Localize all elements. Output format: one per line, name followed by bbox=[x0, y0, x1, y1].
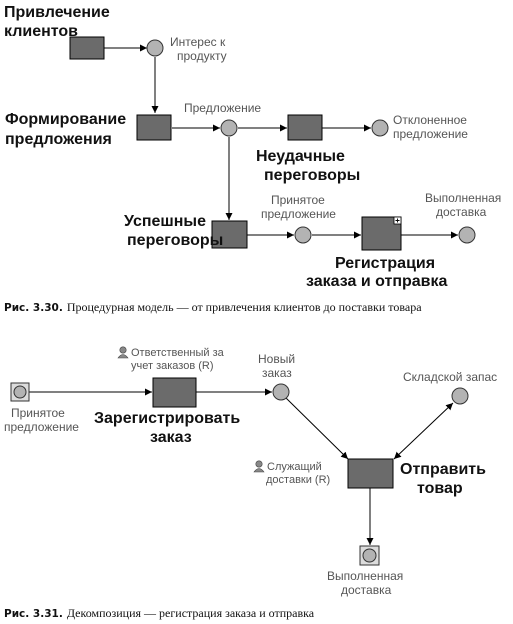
event-rejected bbox=[371, 119, 389, 137]
edge-neworder-ship bbox=[285, 397, 349, 460]
function-box-ship bbox=[347, 458, 394, 489]
event-accepted bbox=[294, 226, 312, 244]
function-box-failed bbox=[287, 114, 323, 141]
event-stock bbox=[451, 387, 469, 405]
person-icon bbox=[117, 346, 129, 359]
function-box-success bbox=[211, 220, 248, 249]
subprocess-plus-icon bbox=[395, 218, 400, 223]
event-new-order bbox=[272, 383, 290, 401]
label-stock: Складской запас bbox=[403, 370, 497, 384]
event-done bbox=[458, 226, 476, 244]
event-offer bbox=[220, 119, 238, 137]
function-box-register bbox=[152, 377, 197, 408]
edge-stock-ship bbox=[393, 402, 454, 460]
function-box-forming bbox=[136, 114, 172, 141]
caption-3-30: Рис. 3.30.Процедурная модель — от привле… bbox=[4, 300, 422, 314]
start-event-accepted bbox=[13, 385, 27, 399]
end-event-done bbox=[362, 548, 377, 563]
event-interest bbox=[146, 39, 164, 57]
caption-3-31: Рис. 3.31.Декомпозиция — регистрация зак… bbox=[4, 606, 315, 620]
function-box-attraction bbox=[69, 36, 105, 60]
label-offer: Предложение bbox=[184, 101, 261, 115]
person-icon bbox=[253, 460, 265, 473]
